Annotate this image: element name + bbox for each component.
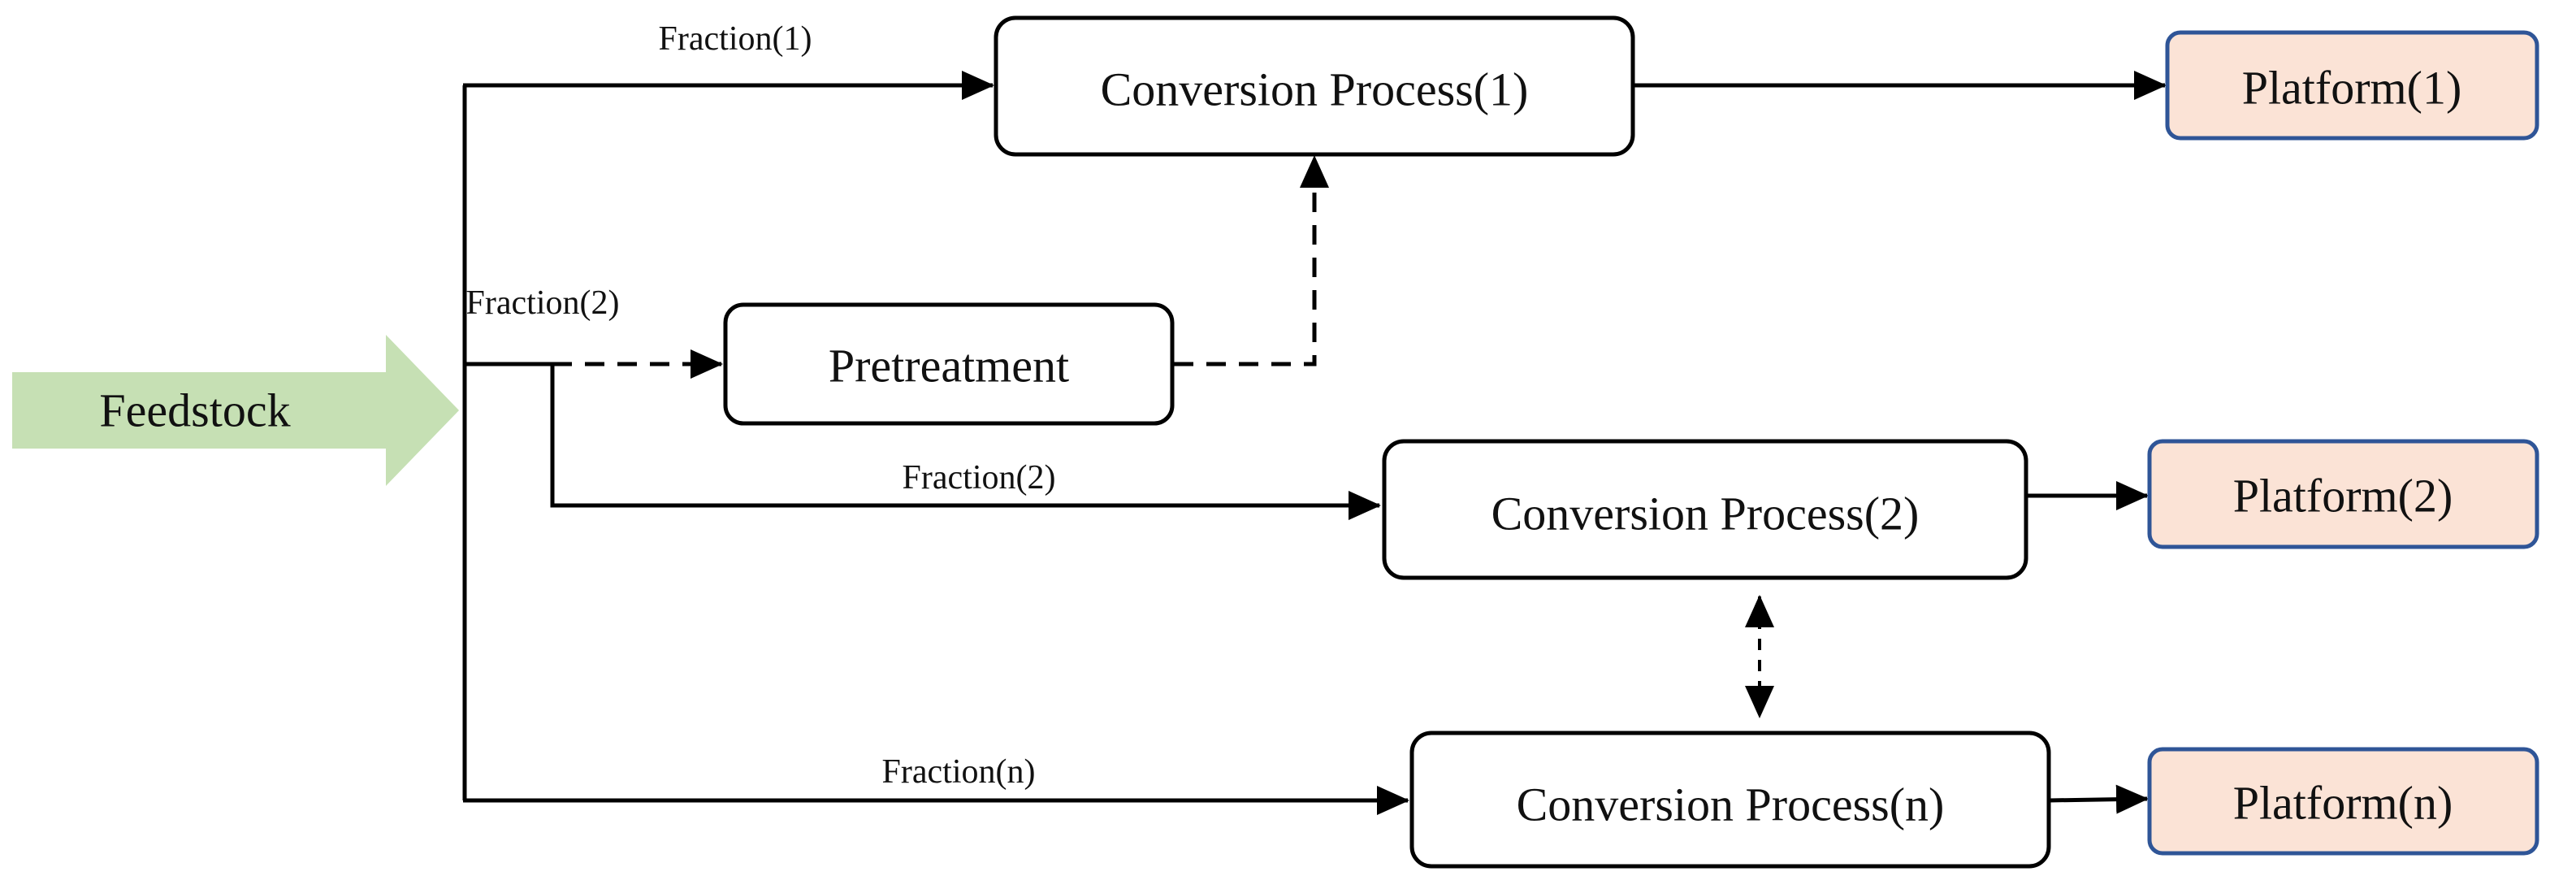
- process-2-box: Conversion Process(2): [1382, 439, 2028, 580]
- pretreatment-label: Pretreatment: [829, 340, 1069, 392]
- process-2-label: Conversion Process(2): [1491, 488, 1920, 540]
- fraction1-label: Fraction(1): [659, 20, 812, 58]
- pretreatment-box: Pretreatment: [723, 302, 1175, 426]
- process-n-label: Conversion Process(n): [1517, 778, 1945, 831]
- branch-fraction2: [550, 364, 1381, 520]
- process-1-label: Conversion Process(1): [1101, 63, 1529, 116]
- fractionn-label: Fraction(n): [882, 753, 1036, 791]
- processn-to-platformn: [2048, 784, 2149, 814]
- platform-2-box: Platform(2): [2147, 439, 2539, 549]
- feedstock-arrow: Feedstock: [12, 335, 459, 486]
- platform-n-label: Platform(n): [2233, 777, 2453, 830]
- platform-1-label: Platform(1): [2242, 62, 2462, 115]
- fraction2-top-label: Fraction(2): [466, 284, 620, 322]
- feedstock-arrow-shape: [12, 335, 459, 486]
- process-n-box: Conversion Process(n): [1409, 731, 2051, 869]
- fraction2-mid-label: Fraction(2): [903, 459, 1056, 497]
- platform-1-box: Platform(1): [2165, 30, 2539, 141]
- platform-2-label: Platform(2): [2233, 470, 2453, 523]
- platform-n-box: Platform(n): [2147, 747, 2539, 856]
- process-1-box: Conversion Process(1): [994, 15, 1635, 157]
- dashed-pretreatment-to-process1: [1174, 155, 1329, 366]
- feedstock-label: Feedstock: [99, 384, 290, 437]
